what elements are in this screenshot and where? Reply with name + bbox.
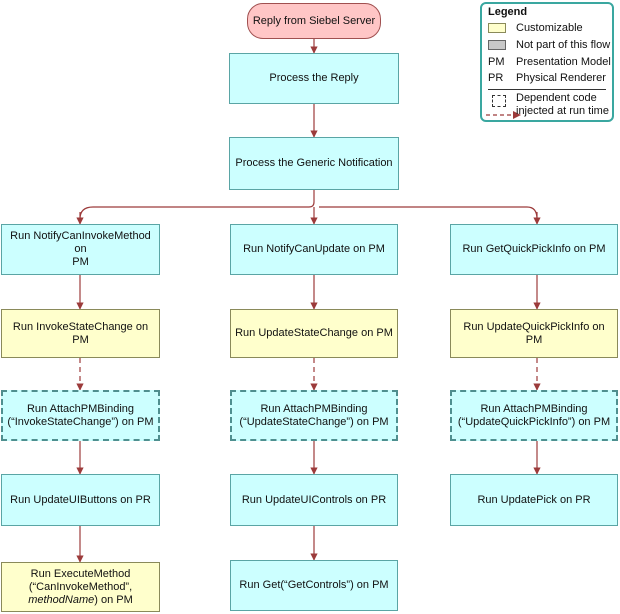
update-ui-buttons-label: Run UpdateUIButtons on PR xyxy=(10,493,151,506)
get-quick-pick-info-label: Run GetQuickPickInfo on PM xyxy=(462,243,606,255)
legend-row-pm: PM Presentation Model xyxy=(488,55,611,69)
attach-pm-binding-invoke-line2: (“InvokeStateChange”) on PM xyxy=(7,415,154,428)
execute-method-line1: Run ExecuteMethod xyxy=(30,567,131,580)
invoke-state-change-label: Run InvokeStateChange on PM xyxy=(12,320,149,346)
legend-customizable-label: Customizable xyxy=(516,22,583,34)
legend-not-part-label: Not part of this flow xyxy=(516,39,611,51)
attach-pm-binding-update-node: Run AttachPMBinding (“UpdateStateChange”… xyxy=(230,390,398,441)
process-notification-node: Process the Generic Notification xyxy=(229,137,399,190)
legend-dependent-line1: Dependent code xyxy=(516,92,597,104)
branch-connector xyxy=(79,190,315,220)
update-quick-pick-info-label: Run UpdateQuickPickInfo on PM xyxy=(463,320,605,346)
execute-method-line3: methodName) on PM xyxy=(28,594,133,607)
legend-title: Legend xyxy=(488,6,528,18)
legend-row-customizable: Customizable xyxy=(488,21,583,35)
not-part-swatch-icon xyxy=(488,40,506,50)
attach-pm-binding-update-line1: Run AttachPMBinding xyxy=(260,402,368,415)
attach-pm-binding-invoke-node: Run AttachPMBinding (“InvokeStateChange”… xyxy=(1,390,160,441)
execute-method-suffix: ) on PM xyxy=(94,593,133,606)
update-state-change-label: Run UpdateStateChange on PM xyxy=(235,327,393,339)
start-node: Reply from Siebel Server xyxy=(247,3,381,39)
legend-pr-abbr: PR xyxy=(488,72,504,84)
process-notification-label: Process the Generic Notification xyxy=(235,157,393,169)
update-state-change-node: Run UpdateStateChange on PM xyxy=(230,309,398,358)
legend-box: Legend Customizable Not part of this flo… xyxy=(480,2,614,122)
dashed-box-swatch-icon xyxy=(492,95,506,107)
legend-pr-full: Physical Renderer xyxy=(516,72,606,84)
legend-pm-full: Presentation Model xyxy=(516,56,611,68)
process-reply-label: Process the Reply xyxy=(269,72,359,84)
legend-pm-abbr: PM xyxy=(488,56,505,68)
notify-can-update-label: Run NotifyCanUpdate on PM xyxy=(243,243,385,255)
attach-pm-binding-quickpick-line2: (“UpdateQuickPickInfo”) on PM xyxy=(457,415,611,428)
attach-pm-binding-invoke-line1: Run AttachPMBinding xyxy=(26,402,134,415)
legend-row-not-part: Not part of this flow xyxy=(488,38,610,52)
notify-can-invoke-method-node: Run NotifyCanInvokeMethod on PM xyxy=(1,224,160,275)
attach-pm-binding-quickpick-line1: Run AttachPMBinding xyxy=(480,402,588,415)
update-quick-pick-info-node: Run UpdateQuickPickInfo on PM xyxy=(450,309,618,358)
update-ui-buttons-node: Run UpdateUIButtons on PR xyxy=(1,474,160,526)
notify-can-invoke-method-line2: PM xyxy=(72,256,89,268)
legend-dependent-text: Dependent code injected at run time xyxy=(516,92,612,118)
invoke-state-change-node: Run InvokeStateChange on PM xyxy=(1,309,160,358)
execute-method-node: Run ExecuteMethod (“CanInvokeMethod”, me… xyxy=(1,562,160,612)
method-name-param: methodName xyxy=(28,593,95,606)
start-label: Reply from Siebel Server xyxy=(252,14,376,27)
branch-right-connector xyxy=(319,206,538,220)
notify-can-update-node: Run NotifyCanUpdate on PM xyxy=(230,224,398,275)
update-ui-controls-node: Run UpdateUIControls on PR xyxy=(230,474,398,526)
update-pick-node: Run UpdatePick on PR xyxy=(450,474,618,526)
get-controls-node: Run Get(“GetControls”) on PM xyxy=(230,560,398,611)
get-controls-label: Run Get(“GetControls”) on PM xyxy=(239,579,389,591)
attach-pm-binding-update-line2: (“UpdateStateChange”) on PM xyxy=(239,415,389,428)
dashed-arrow-icon xyxy=(486,111,521,119)
legend-divider xyxy=(488,89,606,90)
update-ui-controls-label: Run UpdateUIControls on PR xyxy=(241,493,387,506)
legend-row-pr: PR Physical Renderer xyxy=(488,71,606,85)
process-reply-node: Process the Reply xyxy=(229,53,399,104)
attach-pm-binding-quickpick-node: Run AttachPMBinding (“UpdateQuickPickInf… xyxy=(450,390,618,441)
update-pick-label: Run UpdatePick on PR xyxy=(477,493,591,506)
customizable-swatch-icon xyxy=(488,23,506,33)
notify-can-invoke-method-line1: Run NotifyCanInvokeMethod on xyxy=(10,230,151,255)
get-quick-pick-info-node: Run GetQuickPickInfo on PM xyxy=(450,224,618,275)
legend-dependent-line2: injected at run time xyxy=(516,105,609,117)
execute-method-line2: (“CanInvokeMethod”, xyxy=(28,580,133,593)
